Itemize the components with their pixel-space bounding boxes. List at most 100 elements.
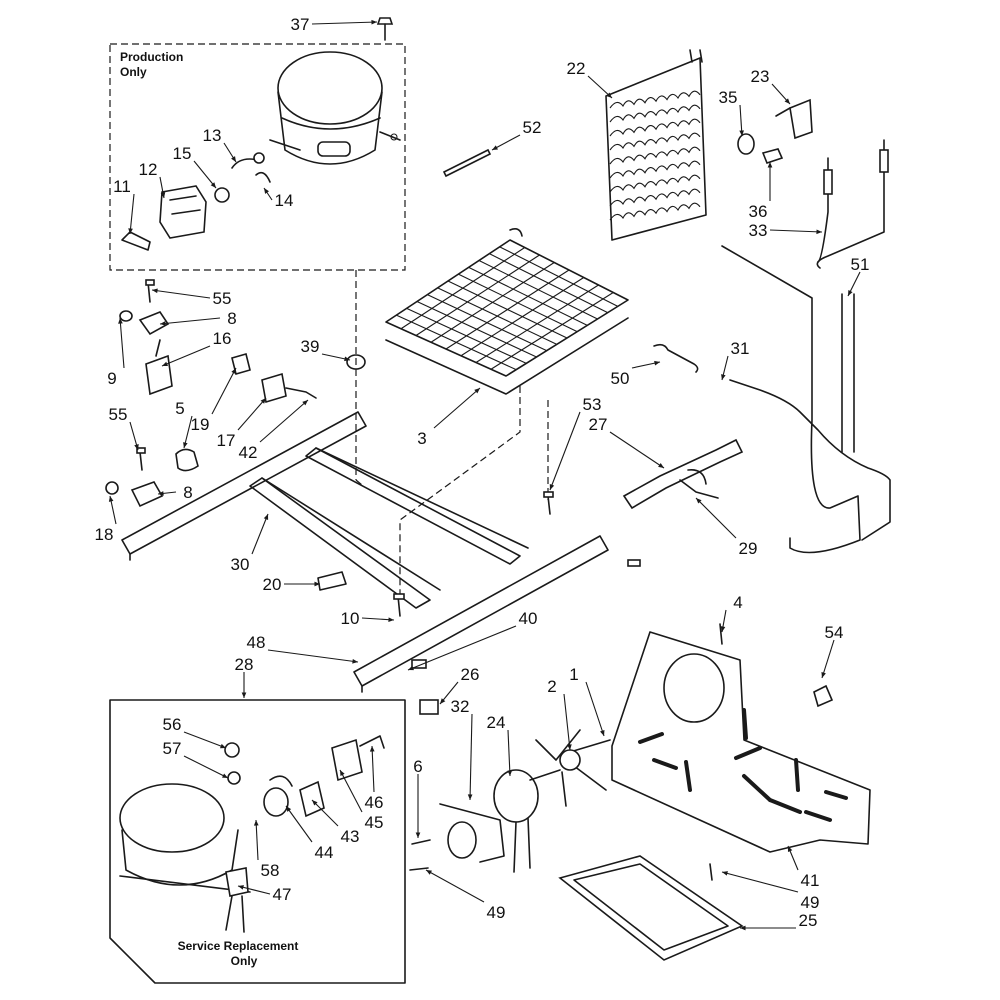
plate-slot	[684, 760, 692, 792]
plate-slot	[734, 746, 762, 760]
condenser-wire	[430, 262, 555, 343]
callout-54: 54	[825, 623, 844, 642]
callout-26: 26	[461, 665, 480, 684]
arrowhead-36	[767, 162, 773, 168]
callout-8b: 8	[183, 483, 192, 502]
arrowhead-53	[549, 484, 555, 490]
arrowhead-54	[821, 672, 826, 678]
arrowhead-22	[606, 92, 612, 98]
arrowhead-3	[474, 388, 480, 394]
arrowhead-45	[340, 770, 345, 776]
callout-52: 52	[523, 118, 542, 137]
callout-42: 42	[239, 443, 258, 462]
leader-49b	[425, 869, 485, 903]
callout-27: 27	[589, 415, 608, 434]
callout-6: 6	[413, 757, 422, 776]
leader-37	[311, 21, 378, 25]
arrowhead-52	[492, 145, 498, 150]
arrowhead-8a	[160, 321, 166, 326]
leader-9	[119, 317, 125, 369]
callout-3: 3	[417, 429, 426, 448]
callout-18: 18	[95, 525, 114, 544]
callout-28: 28	[235, 655, 254, 674]
condenser-wire	[475, 284, 599, 363]
arrowhead-51	[848, 290, 853, 296]
arrowhead-5	[183, 442, 188, 448]
plate-slot	[652, 758, 678, 770]
arrowhead-30	[263, 514, 269, 520]
callout-32: 32	[451, 697, 470, 716]
leader-57	[183, 755, 229, 779]
evaporator-coil-row	[609, 160, 701, 179]
arrowhead-49a	[722, 871, 728, 876]
callout-55b: 55	[109, 405, 128, 424]
mounting-plate-41	[611, 623, 871, 853]
callout-25: 25	[799, 911, 818, 930]
arrowhead-40	[408, 665, 414, 671]
arrowhead-33	[816, 229, 822, 235]
callout-50: 50	[611, 369, 630, 388]
leader-33	[769, 229, 823, 233]
arrowhead-27	[658, 462, 664, 468]
evaporator-coil-row	[609, 188, 701, 207]
arrowhead-1	[600, 730, 605, 736]
leader-32	[469, 713, 473, 801]
arrowhead-8b	[158, 491, 164, 496]
callout-2: 2	[547, 677, 556, 696]
dryer-27	[622, 438, 744, 510]
evaporator-coil-row	[609, 174, 701, 193]
callout-31: 31	[731, 339, 750, 358]
arrowhead-50	[654, 360, 660, 366]
arrowhead-23	[784, 98, 790, 104]
arrowhead-48	[352, 658, 358, 664]
leader-30	[251, 513, 269, 555]
leader-53	[549, 411, 581, 491]
leader-2	[563, 693, 571, 751]
left-small-parts	[105, 279, 317, 508]
callout-35: 35	[719, 88, 738, 107]
arrowhead-10	[388, 617, 394, 622]
callout-47: 47	[273, 885, 292, 904]
leader-56	[183, 731, 227, 749]
leader-16	[161, 345, 211, 367]
callout-10: 10	[341, 609, 360, 628]
callout-46: 46	[365, 793, 384, 812]
arrowhead-49b	[426, 870, 432, 875]
evaporator-coil-row	[609, 104, 701, 123]
plate-slot	[742, 774, 772, 802]
callout-41: 41	[801, 871, 820, 890]
leader-44	[285, 805, 313, 843]
arrowhead-47	[238, 885, 244, 890]
callout-16: 16	[213, 329, 232, 348]
evaporator-coil-row	[609, 118, 701, 137]
arrowhead-58	[253, 820, 259, 826]
arrowhead-16	[162, 361, 168, 367]
hook-50	[653, 343, 699, 373]
arrowhead-56	[220, 743, 226, 749]
condenser-3	[385, 228, 629, 395]
leader-49a	[721, 871, 799, 893]
tube-52	[442, 148, 492, 178]
callout-23: 23	[751, 67, 770, 86]
callout-39: 39	[301, 337, 320, 356]
leader-17	[237, 397, 267, 431]
arrowhead-37	[371, 19, 377, 25]
arrowhead-46	[369, 746, 375, 752]
callout-4: 4	[733, 593, 742, 612]
callout-8a: 8	[227, 309, 236, 328]
arrowhead-19	[231, 368, 236, 374]
callout-1: 1	[569, 665, 578, 684]
callout-44: 44	[315, 843, 334, 862]
callout-11: 11	[113, 177, 131, 196]
leader-29	[695, 497, 737, 539]
leader-43	[311, 799, 339, 827]
condenser-wire	[490, 292, 614, 370]
callout-17: 17	[217, 431, 236, 450]
evaporator-coil-row	[609, 90, 701, 109]
callout-56: 56	[163, 715, 182, 734]
callout-9: 9	[107, 369, 116, 388]
